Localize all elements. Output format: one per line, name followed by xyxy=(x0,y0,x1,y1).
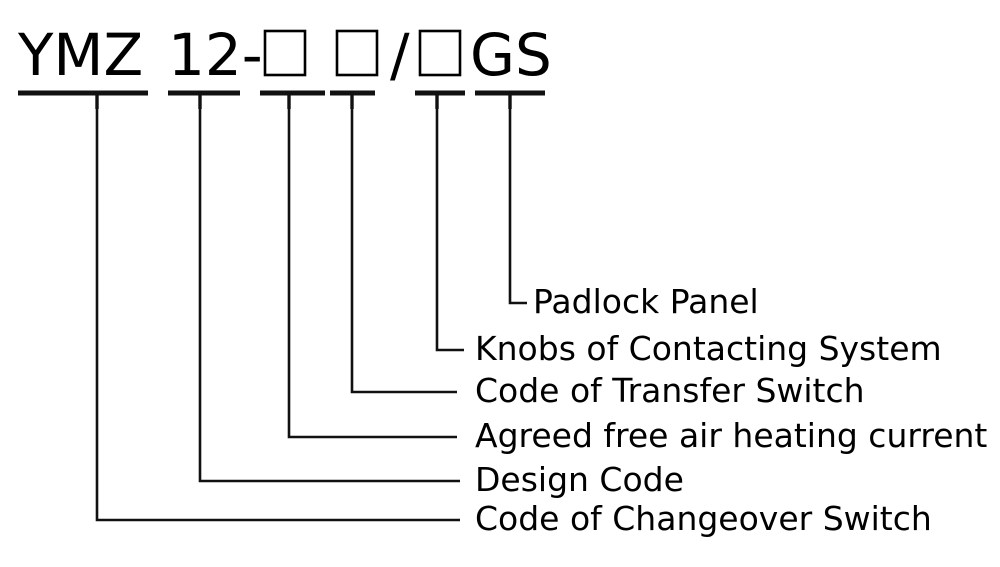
callout-label-code-of-changeover-switch: Code of Changeover Switch xyxy=(475,499,932,538)
callout-label-agreed-free-air-heating-current: Agreed free air heating current xyxy=(475,416,987,455)
code-placeholder-box-box-transfer xyxy=(335,29,379,77)
leader-padlock-panel xyxy=(508,93,527,305)
leader-lines-group xyxy=(95,93,527,522)
code-part-design-code: 12- xyxy=(168,21,263,89)
leader-code-of-transfer-switch xyxy=(350,93,457,394)
leader-code-of-changeover-switch xyxy=(95,93,460,522)
code-part-prefix: YMZ xyxy=(17,21,143,89)
callout-label-code-of-transfer-switch: Code of Transfer Switch xyxy=(475,371,865,410)
callout-label-padlock-panel: Padlock Panel xyxy=(533,282,759,321)
callout-label-knobs-of-contacting-system: Knobs of Contacting System xyxy=(475,329,942,368)
code-placeholder-box-box-knobs xyxy=(418,29,462,77)
leader-design-code xyxy=(198,93,460,483)
callout-label-design-code: Design Code xyxy=(475,460,684,499)
leader-agreed-free-air-heating-current xyxy=(287,93,457,439)
code-part-slash: / xyxy=(390,21,410,89)
code-placeholder-box-box-current xyxy=(263,29,307,77)
code-part-suffix-gs: GS xyxy=(470,21,552,89)
code-string-group: YMZ 12- / GS xyxy=(17,21,552,89)
leader-knobs-of-contacting-system xyxy=(435,93,464,352)
